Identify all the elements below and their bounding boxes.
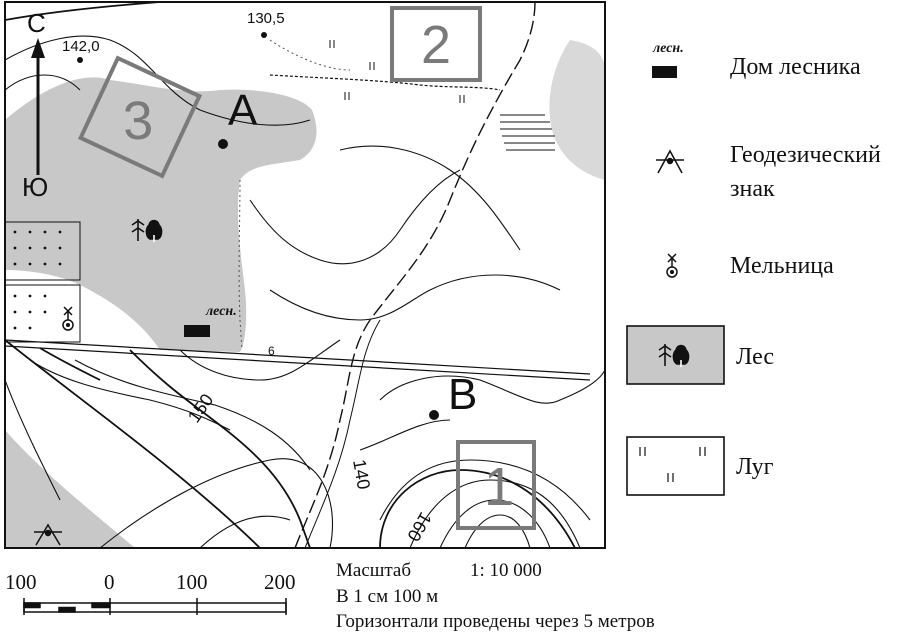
bold-contours <box>39 347 576 548</box>
gray-area-right <box>549 40 605 180</box>
scale-tick-200: 200 <box>264 570 296 594</box>
point-b-dot <box>429 410 439 420</box>
point-a-label: A <box>228 86 258 135</box>
meadow-dots <box>13 230 62 330</box>
scale-tick-0: 0 <box>104 570 115 594</box>
legend-geodetic-sign-icon <box>656 149 684 174</box>
south-label: Ю <box>22 172 49 202</box>
legend-meadow-icon <box>639 447 706 482</box>
fence <box>269 74 501 91</box>
gray-area-bottom-left <box>5 430 135 548</box>
point-a-dot <box>218 139 228 149</box>
contour-interval-note: Горизонтали проведены через 5 метров <box>336 611 655 632</box>
scale-tick-100-left: 100 <box>5 570 37 594</box>
scale-label: Масштаб <box>336 560 412 581</box>
scale-tick-100: 100 <box>176 570 208 594</box>
legend-forester-house-label: Дом лесника <box>730 54 861 80</box>
scale-per-cm: В 1 см 100 м <box>336 586 439 607</box>
legend-windmill-icon <box>666 253 678 278</box>
legend-meadow-label: Луг <box>736 454 774 480</box>
stream-bank <box>304 319 381 548</box>
legend-forest-label: Лес <box>736 344 775 370</box>
windmill-icon <box>62 306 74 331</box>
point-b-label: B <box>448 370 478 419</box>
north-arrow <box>31 38 45 175</box>
north-label: С <box>27 8 46 38</box>
square-3-label: 3 <box>121 90 155 152</box>
squares <box>77 6 536 530</box>
forester-house-map-label: лесн. <box>206 304 237 319</box>
legend-geodetic-label-2: знак <box>730 176 775 202</box>
scale-bar <box>23 598 287 615</box>
square-1 <box>456 440 536 530</box>
dotted-trail <box>238 179 243 351</box>
forest-area <box>5 77 317 353</box>
contour-lines <box>5 35 605 548</box>
map-frame <box>4 1 606 549</box>
stream <box>294 2 536 548</box>
forester-house-icon <box>184 325 210 337</box>
road-6 <box>5 339 591 381</box>
square-2 <box>390 6 482 82</box>
geodetic-sign-icon <box>34 523 62 546</box>
forest-icon <box>131 219 163 242</box>
legend-meadow-box <box>626 436 725 496</box>
legend-forester-caption: лесн. <box>653 41 684 56</box>
legend-forest-icon <box>658 344 690 367</box>
spot-height-142: 142,0 <box>62 38 100 55</box>
square-1-label: 1 <box>484 457 515 517</box>
road-diagonal <box>5 339 261 548</box>
road-top <box>5 2 161 21</box>
road-number: 6 <box>268 344 275 358</box>
legend-forester-house-icon <box>652 66 677 78</box>
scale-value: 1: 10 000 <box>470 560 542 581</box>
square-3 <box>77 55 203 179</box>
dotted-trail-2 <box>269 39 351 71</box>
ravine-hatching <box>500 114 555 151</box>
meadow-marks <box>329 40 465 103</box>
legend-windmill-label: Мельница <box>730 253 834 279</box>
square-2-label: 2 <box>421 15 452 75</box>
legend-geodetic-label-1: Геодезический <box>730 142 881 168</box>
spot-height-130: 130,5 <box>247 10 285 27</box>
